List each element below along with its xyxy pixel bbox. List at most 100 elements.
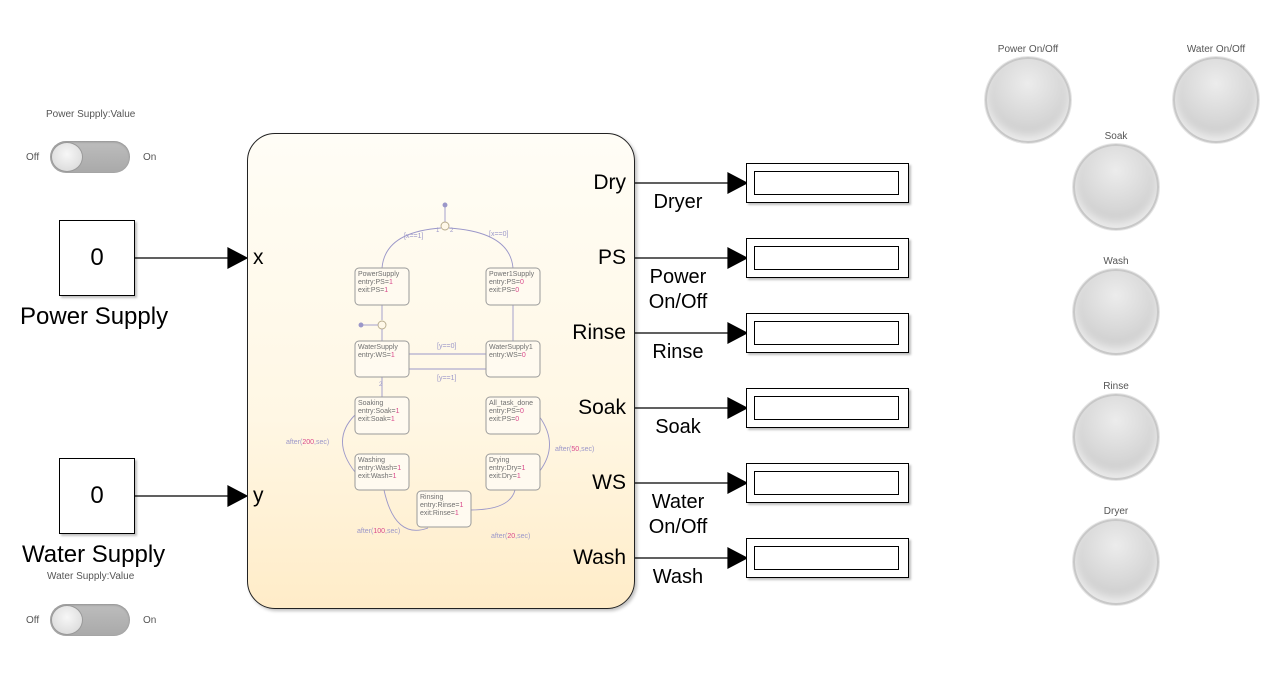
power-switch-on-label: On — [143, 152, 157, 163]
after-20-num: 20 — [507, 533, 515, 540]
state-name: Washing — [358, 457, 385, 464]
svg-text:entry:Rinse=1: entry:Rinse=1 — [420, 502, 464, 509]
state-exit-value: 1 — [455, 510, 459, 517]
state-exit: exit:Soak= — [358, 416, 391, 423]
state-all-task-done — [485, 396, 541, 435]
svg-text:entry:PS=1: entry:PS=1 — [358, 279, 393, 286]
svg-text:entry:Dry=1: entry:Dry=1 — [489, 465, 525, 472]
display-value-area — [754, 471, 899, 495]
after-200-num: 200 — [302, 439, 314, 446]
power-supply-block-name: Power Supply — [20, 303, 169, 330]
rinse-display[interactable] — [746, 313, 909, 353]
transition-order-2: 2 — [379, 382, 383, 388]
rinse-lamp[interactable] — [1073, 394, 1159, 480]
svg-text:entry:WS=1: entry:WS=1 — [358, 352, 395, 359]
svg-text:entry:PS=0: entry:PS=0 — [489, 279, 524, 286]
after-50-post: ,sec) — [579, 446, 594, 453]
state-entry: entry:Soak= — [358, 408, 396, 415]
state-exit-value: 0 — [515, 416, 519, 423]
svg-text:after(200,sec): after(200,sec) — [286, 439, 329, 446]
dryer-display[interactable] — [746, 163, 909, 203]
state-name: Drying — [489, 457, 509, 464]
signal-name-wash: Wash — [652, 566, 704, 588]
state-watersupply — [354, 340, 410, 378]
transition-order-1: 1 — [436, 228, 440, 234]
svg-text:exit:Soak=1: exit:Soak=1 — [358, 416, 395, 423]
state-exit: exit:PS= — [489, 287, 515, 294]
display-value-area — [754, 546, 899, 570]
svg-text:after(50,sec): after(50,sec) — [555, 446, 594, 453]
power-supply-toggle[interactable] — [50, 141, 130, 173]
output-port-ws: WS — [592, 471, 626, 494]
transition-y-eq-1: [y==1] — [437, 375, 457, 382]
svg-text:entry:Soak=1: entry:Soak=1 — [358, 408, 400, 415]
state-power1supply — [485, 267, 541, 306]
state-entry: entry:WS= — [358, 352, 391, 359]
state-entry-value: 0 — [520, 279, 524, 286]
water-supply-block-name: Water Supply — [22, 541, 166, 568]
water-display[interactable] — [746, 463, 909, 503]
power-display[interactable] — [746, 238, 909, 278]
state-exit: exit:PS= — [358, 287, 384, 294]
state-entry-value: 0 — [520, 408, 524, 415]
wash-display[interactable] — [746, 538, 909, 578]
state-exit-value: 1 — [517, 473, 521, 480]
state-exit: exit:PS= — [489, 416, 515, 423]
state-entry: entry:PS= — [489, 408, 520, 415]
lamp-label-dryer: Dryer — [1103, 506, 1129, 517]
lamp-label-water: Water On/Off — [1186, 44, 1246, 55]
state-entry-value: 1 — [460, 502, 464, 509]
state-entry-value: 1 — [396, 408, 400, 415]
output-port-soak: Soak — [578, 396, 626, 419]
input-port-x: x — [253, 246, 264, 269]
power-lamp[interactable] — [985, 57, 1071, 143]
svg-text:entry:Wash=1: entry:Wash=1 — [358, 465, 401, 472]
after-50-num: 50 — [571, 446, 579, 453]
state-exit: exit:Dry= — [489, 473, 517, 480]
wash-lamp[interactable] — [1073, 269, 1159, 355]
water-supply-constant-block[interactable]: 0 — [59, 458, 135, 534]
power-switch-off-label: Off — [26, 152, 40, 163]
state-entry-value: 1 — [389, 279, 393, 286]
state-powersupply — [354, 267, 410, 306]
transition-order-2: 2 — [450, 228, 454, 234]
water-switch-caption: Water Supply:Value — [47, 571, 135, 582]
output-port-dry: Dry — [593, 171, 626, 194]
after-100-post: ,sec) — [385, 528, 400, 535]
toggle-knob[interactable] — [51, 605, 83, 635]
power-switch-caption: Power Supply:Value — [46, 109, 136, 120]
stateflow-chart-block[interactable] — [247, 133, 635, 609]
dryer-lamp[interactable] — [1073, 519, 1159, 605]
svg-text:entry:PS=0: entry:PS=0 — [489, 408, 524, 415]
state-exit: exit:Rinse= — [420, 510, 455, 517]
state-exit-value: 1 — [393, 473, 397, 480]
output-port-wash: Wash — [573, 546, 626, 569]
water-lamp[interactable] — [1173, 57, 1259, 143]
svg-text:entry:WS=0: entry:WS=0 — [489, 352, 526, 359]
svg-text:exit:Rinse=1: exit:Rinse=1 — [420, 510, 459, 517]
svg-text:exit:PS=0: exit:PS=0 — [489, 287, 519, 294]
state-exit-value: 0 — [515, 287, 519, 294]
after-20-pre: after( — [491, 533, 508, 540]
display-value-area — [754, 246, 899, 270]
soak-lamp[interactable] — [1073, 144, 1159, 230]
state-name: WaterSupply — [358, 344, 398, 351]
state-drying — [485, 453, 541, 491]
after-20-post: ,sec) — [515, 533, 530, 540]
state-entry: entry:Wash= — [358, 465, 397, 472]
after-200-pre: after( — [286, 439, 303, 446]
state-watersupply1 — [485, 340, 541, 378]
svg-text:exit:Dry=1: exit:Dry=1 — [489, 473, 521, 480]
water-supply-toggle[interactable] — [50, 604, 130, 636]
soak-display[interactable] — [746, 388, 909, 428]
signal-name-soak: Soak — [655, 416, 701, 438]
lamp-label-rinse: Rinse — [1103, 381, 1129, 392]
power-supply-constant-block[interactable]: 0 — [59, 220, 135, 296]
state-entry: entry:Dry= — [489, 465, 521, 472]
state-name: All_task_done — [489, 400, 533, 407]
output-port-ps: PS — [597, 246, 626, 269]
toggle-knob[interactable] — [51, 142, 83, 172]
svg-text:exit:Wash=1: exit:Wash=1 — [358, 473, 397, 480]
